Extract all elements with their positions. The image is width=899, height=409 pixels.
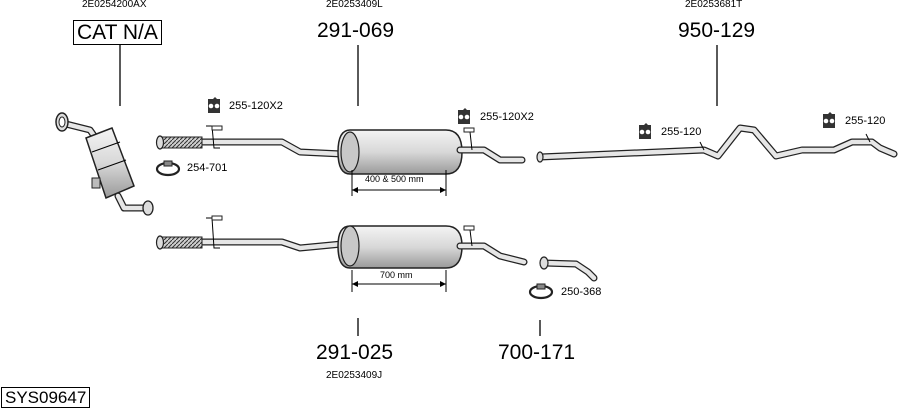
- part-number-front-muffler-top[interactable]: 291-069: [317, 19, 395, 42]
- catalyst-part: [55, 112, 154, 216]
- accessory-hanger-top-left[interactable]: 255-120X2: [229, 100, 283, 112]
- accessory-clamp-top[interactable]: 254-701: [187, 162, 228, 174]
- tail-pipe-part: [539, 256, 598, 282]
- part-number-tail-pipe[interactable]: 700-171: [498, 341, 576, 364]
- clamp-icon: [155, 160, 181, 177]
- hanger-icon: [208, 97, 220, 113]
- clamp-icon: [528, 283, 554, 300]
- dimension-lines: [351, 170, 447, 292]
- dimension-top-length: 400 & 500 mm: [365, 174, 424, 184]
- part-number-rear-pipe[interactable]: 950-129: [678, 19, 756, 42]
- leader-lines: [119, 45, 718, 336]
- oe-number-front-muffler-top: 2E0253409L: [326, 0, 383, 10]
- accessory-hanger-rear-left[interactable]: 255-120: [661, 126, 702, 138]
- hanger-icon: [458, 108, 470, 124]
- oe-number-front-muffler-bottom: 2E0253409J: [326, 370, 383, 381]
- accessory-hanger-top-mid[interactable]: 255-120X2: [480, 111, 534, 123]
- system-code: SYS09647: [1, 387, 91, 408]
- top-muffler-part: [155, 125, 526, 175]
- accessory-hanger-rear-right[interactable]: 255-120: [845, 115, 886, 127]
- part-number-catalyst[interactable]: CAT N/A: [73, 20, 162, 45]
- hanger-icon: [823, 112, 835, 128]
- rear-pipe-part: [536, 124, 898, 163]
- bottom-muffler-part: [155, 215, 528, 269]
- hanger-icon: [639, 123, 651, 139]
- oe-number-rear-pipe: 2E0253681T: [685, 0, 743, 10]
- part-number-front-muffler-bottom[interactable]: 291-025: [316, 341, 394, 364]
- accessory-clamp-bottom[interactable]: 250-368: [561, 286, 602, 298]
- oe-number-catalyst: 2E0254200AX: [82, 0, 147, 10]
- dimension-bottom-length: 700 mm: [380, 270, 413, 280]
